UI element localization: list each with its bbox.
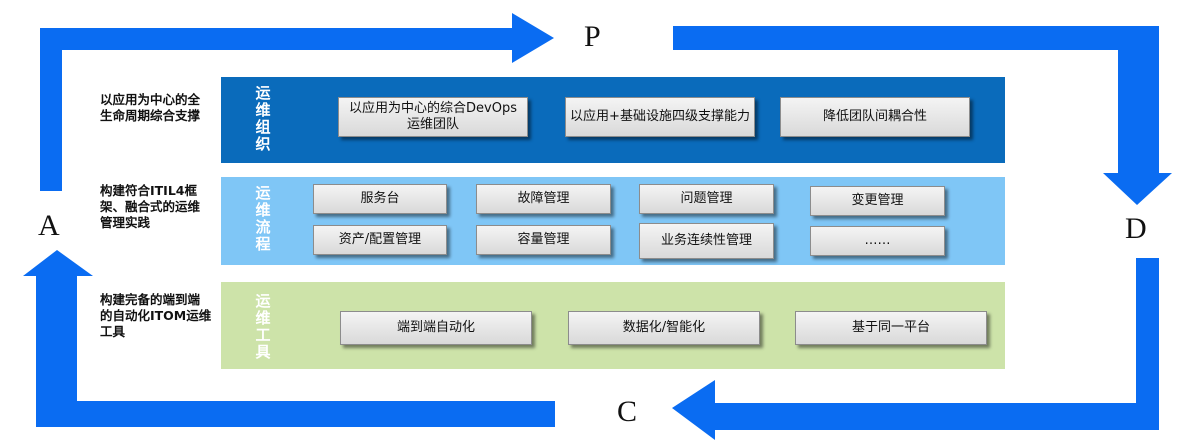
pdca-letter-p: P <box>584 20 601 53</box>
arrow-plan <box>40 13 554 191</box>
arrow-do <box>673 26 1172 205</box>
tool-row-label: 构建完备的端到端的自动化ITOM运维工具 <box>100 292 212 339</box>
flow-box-business-continuity-management: 业务连续性管理 <box>639 223 774 259</box>
arrow-act <box>23 250 555 427</box>
flow-box-service-desk: 服务台 <box>313 184 447 214</box>
flow-box-change-management: 变更管理 <box>810 186 945 216</box>
tool-box-unified-platform: 基于同一平台 <box>795 311 987 345</box>
flow-row-label: 构建符合ITIL4框架、融合式的运维管理实践 <box>100 183 201 230</box>
pdca-letter-a: A <box>38 209 60 242</box>
org-band-title: 运维组织 <box>255 84 271 153</box>
org-row-label: 以应用为中心的全生命周期综合支撑 <box>100 92 201 123</box>
tool-box-data-intelligence: 数据化/智能化 <box>568 311 760 345</box>
pdca-letter-d: D <box>1125 212 1147 245</box>
flow-box-capacity-management: 容量管理 <box>476 225 611 255</box>
org-box-reduce-coupling: 降低团队间耦合性 <box>780 97 970 137</box>
arrow-check <box>672 258 1159 440</box>
org-box-four-level-support: 以应用+基础设施四级支撑能力 <box>565 97 755 137</box>
flow-band-title: 运维流程 <box>255 184 271 253</box>
flow-band: 运维流程 服务台 故障管理 问题管理 变更管理 资产/配置管理 容量管理 业务连… <box>221 177 1005 265</box>
flow-box-asset-config-management: 资产/配置管理 <box>313 225 447 255</box>
org-box-devops-team: 以应用为中心的综合DevOps运维团队 <box>338 97 528 137</box>
tool-box-end-to-end-automation: 端到端自动化 <box>340 311 532 345</box>
flow-box-incident-management: 故障管理 <box>476 184 611 214</box>
flow-box-more: …… <box>810 226 945 256</box>
flow-box-problem-management: 问题管理 <box>639 184 774 214</box>
tool-band: 运维工具 端到端自动化 数据化/智能化 基于同一平台 <box>221 282 1005 369</box>
tool-band-title: 运维工具 <box>255 292 271 361</box>
org-band: 运维组织 以应用为中心的综合DevOps运维团队 以应用+基础设施四级支撑能力 … <box>221 77 1005 163</box>
pdca-letter-c: C <box>617 395 638 428</box>
